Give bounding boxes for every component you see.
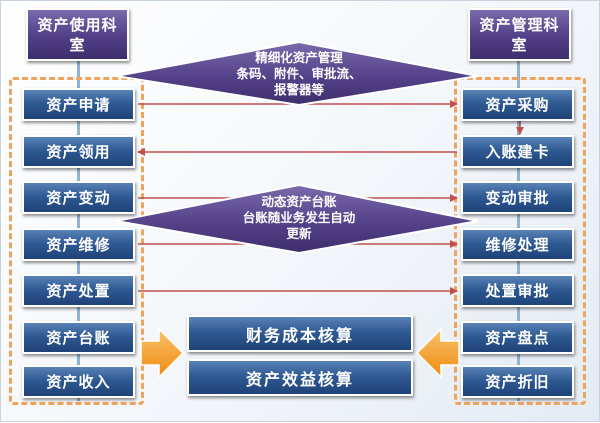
right-item-repair-handling: 维修处理: [461, 228, 574, 261]
diamond-top-text: 精细化资产管理 条码、附件、审批流、 报警器等: [199, 50, 399, 98]
right-header: 资产管理科室: [468, 8, 571, 61]
diamond-top: [115, 40, 479, 107]
diamond-top-line1: 精细化资产管理: [255, 50, 343, 65]
diamond-mid-text: 动态资产台账 台账随业务发生自动 更新: [199, 194, 399, 242]
left-header: 资产使用科室: [26, 8, 129, 61]
diamond-mid-line3: 更新: [286, 226, 312, 241]
left-item-apply: 资产申请: [22, 88, 135, 121]
right-item-disposal-approval: 处置审批: [461, 274, 574, 307]
left-item-receive: 资产领用: [22, 135, 135, 168]
diamond-mid: [115, 183, 479, 255]
left-item-change: 资产变动: [22, 181, 135, 214]
left-item-disposal: 资产处置: [22, 274, 135, 307]
block-arrow-right: [415, 327, 460, 379]
diamond-top-line3: 报警器等: [273, 82, 324, 97]
diamond-mid-line2: 台账随业务发生自动: [242, 210, 356, 225]
right-item-change-approval: 变动审批: [461, 181, 574, 214]
right-item-purchase: 资产采购: [461, 88, 574, 121]
diamond-mid-line1: 动态资产台账: [261, 194, 337, 209]
left-dashed-frame: [9, 77, 144, 405]
left-item-income: 资产收入: [22, 365, 135, 398]
right-item-inventory: 资产盘点: [461, 321, 574, 354]
right-item-depreciation: 资产折旧: [461, 365, 574, 398]
center-box-cost-accounting: 财务成本核算: [187, 315, 413, 352]
center-box-benefit-accounting: 资产效益核算: [187, 359, 413, 396]
left-item-repair: 资产维修: [22, 228, 135, 261]
left-item-ledger: 资产台账: [22, 321, 135, 354]
block-arrow-left: [140, 327, 185, 379]
diamond-top-line2: 条码、附件、审批流、: [236, 66, 362, 81]
right-item-card: 入账建卡: [461, 135, 574, 168]
